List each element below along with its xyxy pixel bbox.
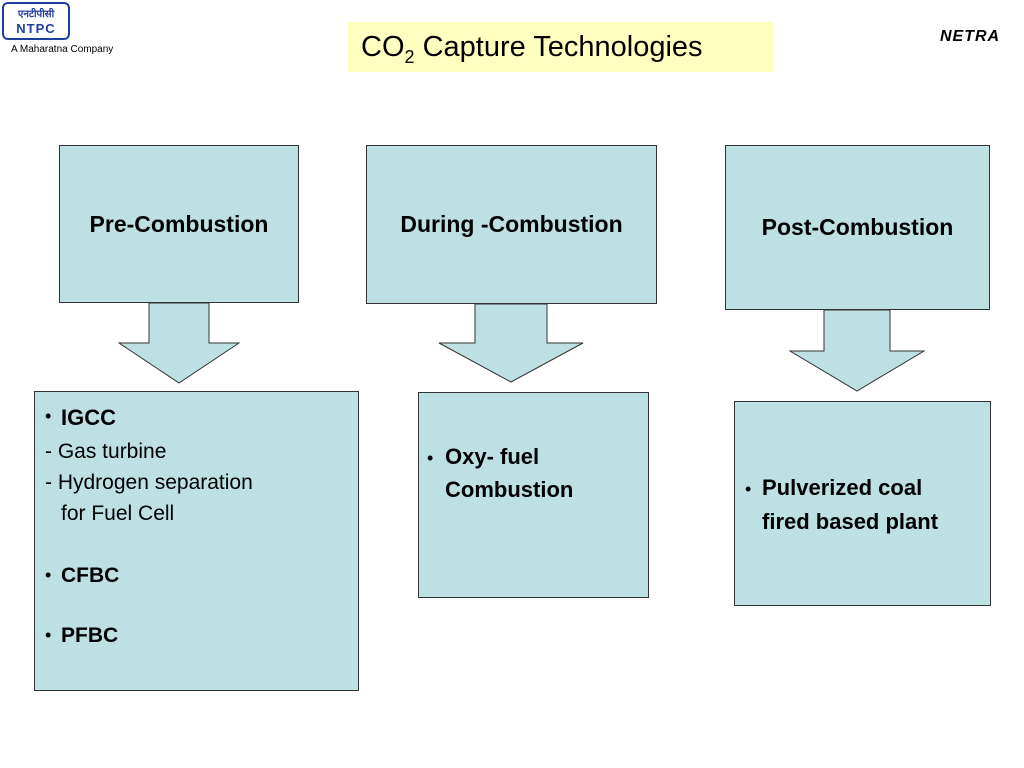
pre-combustion-list: • IGCC - Gas turbine - Hydrogen separati… <box>34 391 359 691</box>
item-oxy-fuel: Oxy- fuel <box>445 444 540 469</box>
post-combustion-list: • Pulverized coal fired based plant <box>734 401 991 606</box>
bullet-cfbc: • <box>45 565 52 585</box>
item-combustion: Combustion <box>445 477 574 502</box>
bullet-pulverized-coal: • <box>745 479 752 499</box>
pre-combustion-heading: Pre-Combustion <box>89 210 269 237</box>
title-rest: Capture Technologies <box>414 31 703 63</box>
ntpc-logo: एनटीपीसी NTPC <box>2 2 70 40</box>
item-cfbc: CFBC <box>61 564 120 587</box>
item-for-fuel-cell: for Fuel Cell <box>61 502 175 525</box>
company-tagline: A Maharatna Company <box>11 44 114 55</box>
item-fired-based-plant: fired based plant <box>762 509 939 534</box>
title-subscript: 2 <box>404 46 415 67</box>
post-combustion-arrow <box>789 310 925 392</box>
logo-english-text: NTPC <box>16 21 56 36</box>
slide-title: CO2 Capture Technologies <box>348 22 774 72</box>
item-pfbc: PFBC <box>61 624 119 647</box>
bullet-igcc: • <box>45 406 52 426</box>
logo-hindi-text: एनटीपीसी <box>17 9 55 20</box>
item-igcc: IGCC <box>61 405 116 430</box>
post-combustion-box: Post-Combustion <box>725 145 990 310</box>
pre-combustion-box: Pre-Combustion <box>59 145 299 303</box>
during-combustion-box: During -Combustion <box>366 145 657 304</box>
item-gas-turbine: - Gas turbine <box>45 440 167 463</box>
title-prefix: CO <box>361 31 405 63</box>
bullet-pfbc: • <box>45 625 52 645</box>
during-combustion-heading: During -Combustion <box>400 211 623 237</box>
post-combustion-heading: Post-Combustion <box>761 214 954 240</box>
during-combustion-list: • Oxy- fuel Combustion <box>418 392 649 598</box>
bullet-oxy-fuel: • <box>427 448 434 468</box>
item-hydrogen-separation: - Hydrogen separation <box>45 471 253 494</box>
netra-brand: NETRA <box>940 28 1001 45</box>
pre-combustion-arrow <box>118 303 240 384</box>
during-combustion-arrow <box>438 304 584 383</box>
item-pulverized-coal: Pulverized coal <box>762 475 923 500</box>
